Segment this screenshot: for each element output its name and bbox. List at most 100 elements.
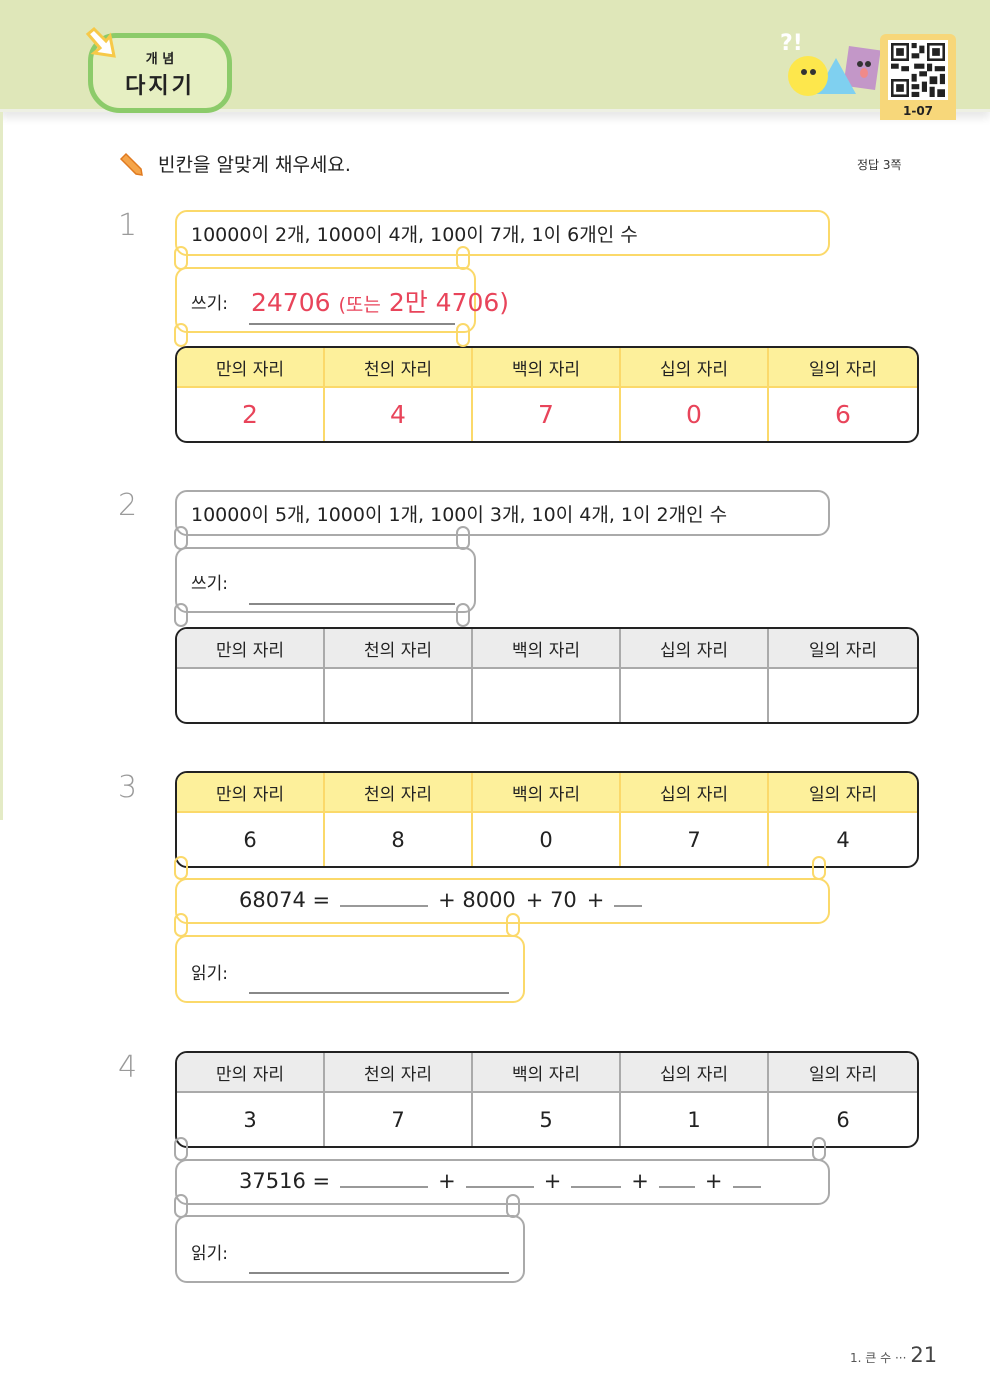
problem-1-question-box: 10000이 2개, 1000이 4개, 100이 7개, 1이 6개인 수 xyxy=(175,210,830,256)
digit-cell: 7 xyxy=(325,1093,473,1146)
binder-ring xyxy=(456,526,470,550)
badge-subtitle: 개 념 xyxy=(145,52,175,67)
write-answer-line[interactable] xyxy=(249,603,455,605)
problem-2-write-box: 쓰기: xyxy=(175,547,476,613)
equation-term: + 8000 xyxy=(438,888,516,912)
blank-hundreds[interactable] xyxy=(571,1170,622,1188)
blank-ten-thousands[interactable] xyxy=(340,1170,429,1188)
instruction-text: 빈칸을 알맞게 채우세요. xyxy=(158,154,351,176)
concept-badge: 개 념 다지기 xyxy=(88,33,232,113)
read-label: 읽기: xyxy=(191,1244,229,1264)
blank-ten-thousands[interactable] xyxy=(340,889,429,907)
digit-cell: 1 xyxy=(621,1093,769,1146)
digit-cell[interactable] xyxy=(473,669,621,722)
place-header: 십의 자리 xyxy=(621,1053,769,1093)
problem-4-equation-box: 37516 = + + + + xyxy=(175,1159,830,1205)
problem-number-2: 2 xyxy=(118,488,138,523)
digit-cell: 6 xyxy=(836,1107,850,1132)
digit-cell: 0 xyxy=(473,813,621,866)
binder-ring xyxy=(456,246,470,270)
digit-cell[interactable] xyxy=(621,669,769,722)
place-header: 천의 자리 xyxy=(325,348,473,388)
place-header: 백의 자리 xyxy=(473,1053,621,1093)
place-header: 십의 자리 xyxy=(621,773,769,813)
badge-title: 다지기 xyxy=(125,74,195,99)
answer-reference: 정답 3쪽 xyxy=(857,158,902,172)
pencil-icon xyxy=(119,152,143,176)
answer-number: 24706 xyxy=(251,288,331,317)
digit-cell[interactable] xyxy=(177,669,325,722)
blank-tens[interactable] xyxy=(658,1170,695,1188)
problem-4-equation: 37516 = + + + + xyxy=(239,1169,761,1193)
place-header: 만의 자리 xyxy=(177,348,325,388)
qr-code-label: 1-07 xyxy=(902,104,934,118)
digit-cell: 4 xyxy=(836,827,850,852)
problem-3-equation-box: 68074 = + 8000 + 70 + xyxy=(175,878,830,924)
digit-cell[interactable] xyxy=(769,669,917,722)
binder-ring xyxy=(174,1137,188,1161)
qr-code-icon xyxy=(888,40,948,100)
problem-4-read-box: 읽기: xyxy=(175,1215,525,1283)
problem-number-1: 1 xyxy=(118,208,138,243)
place-header: 십의 자리 xyxy=(621,629,769,669)
binder-ring xyxy=(174,856,188,880)
place-header: 만의 자리 xyxy=(177,773,325,813)
place-header: 일의 자리 xyxy=(769,773,917,813)
read-answer-line[interactable] xyxy=(249,1272,509,1274)
binder-ring xyxy=(174,603,188,627)
qr-code-tag[interactable]: 1-07 xyxy=(880,34,956,120)
problem-number-4: 4 xyxy=(118,1050,138,1085)
place-header: 일의 자리 xyxy=(769,1053,917,1093)
binder-ring xyxy=(456,603,470,627)
write-answer-line[interactable] xyxy=(249,323,455,325)
digit-cell: 7 xyxy=(473,388,621,441)
binder-ring xyxy=(506,1194,520,1218)
digit-cell[interactable] xyxy=(325,669,473,722)
answer-alt: 2만 4706) xyxy=(388,288,510,317)
place-header: 천의 자리 xyxy=(325,629,473,669)
binder-ring xyxy=(812,856,826,880)
equation-left: 68074 = xyxy=(239,888,331,912)
problem-number-3: 3 xyxy=(118,770,138,805)
plus-sign: + xyxy=(543,1169,562,1193)
place-header: 일의 자리 xyxy=(769,348,917,388)
place-header: 십의 자리 xyxy=(621,348,769,388)
read-answer-line[interactable] xyxy=(249,992,509,994)
problem-2-question: 10000이 5개, 1000이 1개, 100이 3개, 10이 4개, 1이… xyxy=(191,504,728,526)
read-label: 읽기: xyxy=(191,964,229,984)
digit-cell: 6 xyxy=(835,400,851,429)
plus-sign: + xyxy=(704,1169,723,1193)
problem-1-write-box: 쓰기: 24706 (또는 2만 4706) xyxy=(175,267,509,333)
place-header: 백의 자리 xyxy=(473,773,621,813)
equation-term: + 70 xyxy=(525,888,577,912)
blank-ones[interactable] xyxy=(614,889,643,907)
digit-cell: 3 xyxy=(177,1093,325,1146)
plus-sign: + xyxy=(438,1169,456,1193)
question-marks: ?! xyxy=(780,31,803,56)
binder-ring xyxy=(174,246,188,270)
page-footer: 1. 큰 수 ··· 21 xyxy=(850,1343,937,1367)
blank-ones[interactable] xyxy=(732,1170,761,1188)
binder-ring xyxy=(174,913,188,937)
write-label: 쓰기: xyxy=(191,574,229,594)
binder-ring xyxy=(506,913,520,937)
page-edge xyxy=(0,112,3,820)
plus-sign: + xyxy=(631,1169,649,1193)
digit-cell: 6 xyxy=(177,813,325,866)
chapter-label: 1. 큰 수 ··· xyxy=(850,1351,907,1365)
binder-ring xyxy=(812,1137,826,1161)
blank-thousands[interactable] xyxy=(465,1170,534,1188)
binder-ring xyxy=(174,526,188,550)
digit-cell: 5 xyxy=(473,1093,621,1146)
place-header: 만의 자리 xyxy=(177,629,325,669)
instruction: 빈칸을 알맞게 채우세요. xyxy=(118,150,351,177)
digit-cell: 8 xyxy=(325,813,473,866)
write-label: 쓰기: xyxy=(191,294,229,314)
problem-1-question: 10000이 2개, 1000이 4개, 100이 7개, 1이 6개인 수 xyxy=(191,224,638,246)
equation-left: 37516 = xyxy=(239,1169,331,1193)
page-number: 21 xyxy=(910,1343,938,1367)
